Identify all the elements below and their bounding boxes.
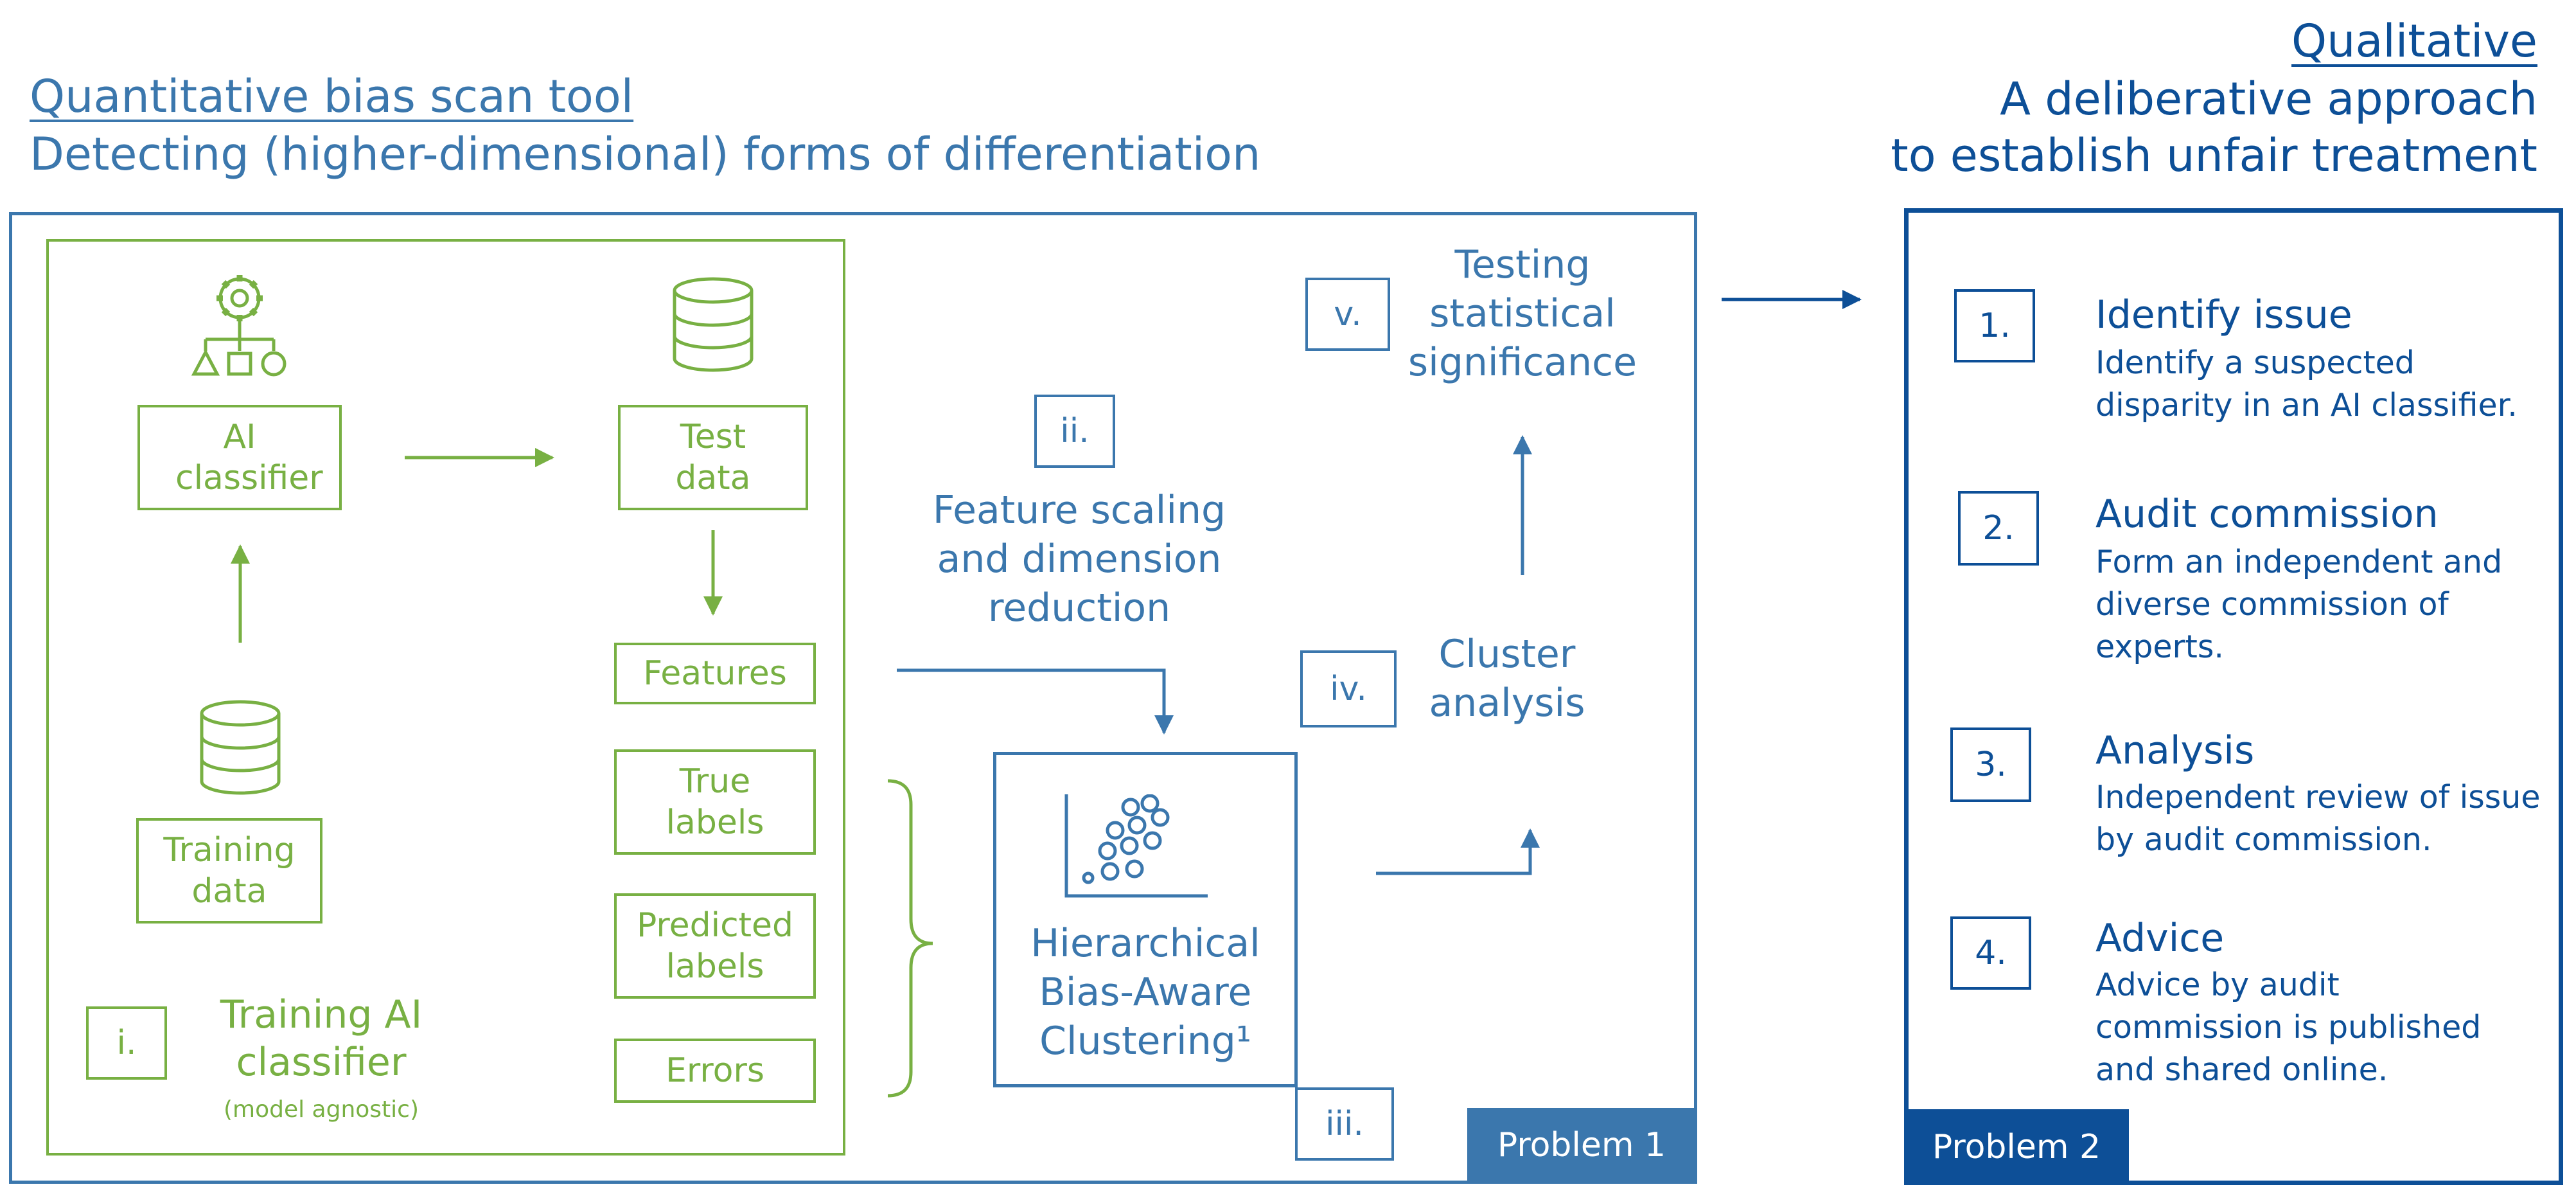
step2-num: 2. — [1982, 509, 2015, 548]
step3-num: 3. — [1975, 745, 2007, 784]
labels-brace — [887, 779, 933, 1098]
step-iv-label: iv. — [1330, 670, 1367, 708]
step4-title: Advice — [2095, 916, 2225, 961]
true-labels-label: True labels — [666, 762, 764, 842]
step-v-label: v. — [1334, 295, 1362, 334]
training-panel — [46, 239, 845, 1156]
step2-desc: Form an independent and diverse commissi… — [2095, 544, 2503, 665]
true-labels-box: True labels — [614, 749, 816, 855]
step-iv-box: iv. — [1300, 650, 1397, 727]
training-data-database-icon — [200, 700, 281, 795]
training-data-label: Training data — [163, 831, 296, 911]
right-header-line2: to establish unfair treatment — [1891, 129, 2537, 182]
errors-label: Errors — [666, 1051, 764, 1090]
problem1-frame — [9, 212, 1697, 1184]
right-header-line1: A deliberative approach — [2000, 73, 2537, 125]
test-data-database-icon — [673, 277, 754, 372]
step-ii-label: ii. — [1060, 412, 1090, 451]
errors-box: Errors — [614, 1039, 816, 1103]
testing-significance-text: Testing statistical significance — [1407, 242, 1637, 385]
step2-box: 2. — [1958, 491, 2039, 566]
features-box: Features — [614, 643, 816, 704]
arrow-clustering-to-analysis — [1376, 828, 1540, 875]
step1-title: Identify issue — [2095, 292, 2352, 337]
test-data-label: Test data — [675, 418, 751, 497]
step4-num: 4. — [1975, 934, 2007, 972]
right-header-title: Qualitative — [2291, 15, 2537, 67]
clustering-box — [993, 752, 1298, 1087]
test-data-box: Test data — [618, 405, 808, 510]
predicted-labels-box: Predicted labels — [614, 893, 816, 999]
step1-box: 1. — [1954, 289, 2035, 362]
step1-num: 1. — [1979, 307, 2011, 345]
feature-scaling-text: Feature scaling and dimension reduction — [932, 488, 1226, 630]
problem1-tag: Problem 1 — [1467, 1108, 1696, 1183]
step1-desc: Identify a suspected disparity in an AI … — [2095, 344, 2518, 424]
ai-classifier-label: AI classifier — [175, 418, 323, 497]
step2-title: Audit commission — [2095, 492, 2439, 537]
step-i-box: i. — [86, 1006, 167, 1080]
step3-box: 3. — [1950, 727, 2031, 802]
arrow-features-to-clustering — [897, 668, 1174, 735]
left-header-subtitle: Detecting (higher-dimensional) forms of … — [30, 128, 1261, 181]
training-data-box: Training data — [136, 818, 322, 924]
ai-classifier-icon — [191, 275, 287, 377]
training-step-title: Training AI classifier — [220, 992, 423, 1085]
step3-title: Analysis — [2095, 728, 2255, 773]
step-ii-box: ii. — [1034, 395, 1115, 468]
problem2-frame — [1904, 208, 2563, 1185]
predicted-labels-label: Predicted labels — [636, 906, 794, 986]
training-step-note: (model agnostic) — [223, 1096, 419, 1123]
ai-classifier-box: AI classifier — [137, 405, 342, 510]
step-i-label: i. — [116, 1024, 137, 1062]
cluster-analysis-text: Cluster analysis — [1429, 632, 1585, 726]
scatter-plot-icon — [1064, 794, 1208, 898]
left-header-title: Quantitative bias scan tool — [30, 70, 634, 123]
step-v-box: v. — [1305, 278, 1390, 351]
step3-desc: Independent review of issue by audit com… — [2095, 779, 2541, 858]
features-label: Features — [643, 654, 787, 693]
step4-box: 4. — [1950, 916, 2031, 990]
clustering-text: Hierarchical Bias-Aware Clustering¹ — [1030, 921, 1260, 1064]
problem2-tag: Problem 2 — [1904, 1109, 2129, 1185]
step4-desc: Advice by audit commission is published … — [2095, 967, 2482, 1088]
step-iii-label: iii. — [1325, 1105, 1364, 1143]
step-iii-box: iii. — [1295, 1087, 1394, 1161]
